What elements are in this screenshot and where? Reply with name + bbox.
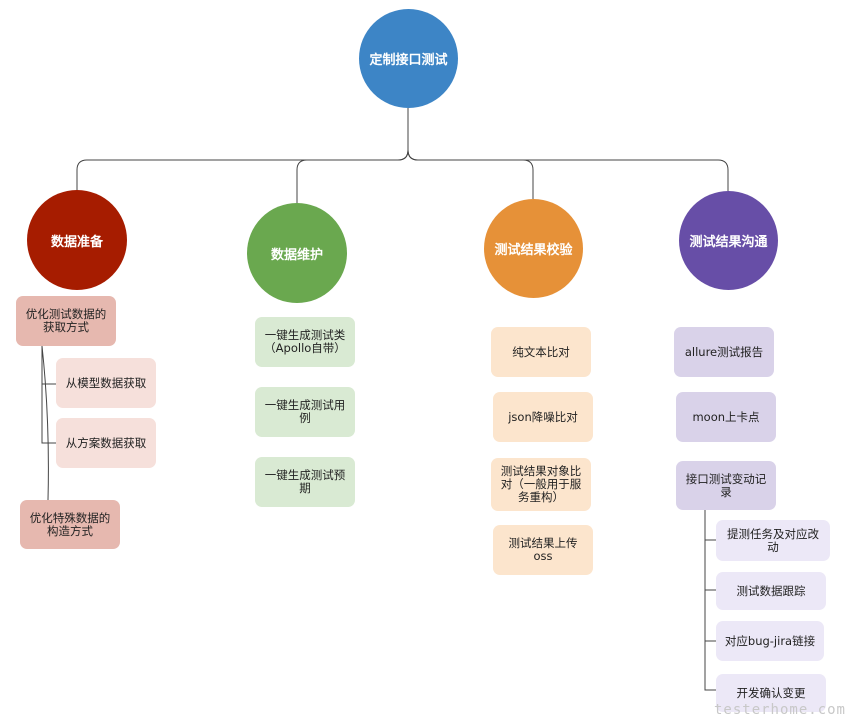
item-from-model-data: 从模型数据获取: [56, 358, 156, 408]
item-json-denoise-compare: json降噪比对: [493, 392, 593, 442]
item-result-upload-oss: 测试结果上传oss: [493, 525, 593, 575]
group-special-data-construct: 优化特殊数据的构造方式: [20, 500, 120, 549]
item-result-object-compare: 测试结果对象比对（一般用于服务重构）: [491, 458, 591, 511]
connector-root-to-branch-3: [407, 108, 534, 199]
item-generate-test-class: 一键生成测试类（Apollo自带）: [255, 317, 355, 367]
item-dev-confirm-change: 开发确认变更: [716, 674, 826, 712]
root-node: 定制接口测试: [359, 9, 458, 108]
branch-result-validation: 测试结果校验: [484, 199, 583, 298]
connector-group-4-children: [704, 510, 716, 691]
branch-data-maintenance: 数据维护: [247, 203, 347, 303]
item-bug-jira-link: 对应bug-jira链接: [716, 621, 824, 661]
connector-group-1-to-group-2: [41, 345, 49, 501]
group-api-change-log: 接口测试变动记录: [676, 461, 776, 510]
connector-root-to-branch-4: [407, 108, 729, 191]
item-generate-test-case: 一键生成测试用例: [255, 387, 355, 437]
connector-root-to-branch-2: [296, 108, 409, 203]
branch-data-prep: 数据准备: [27, 190, 127, 290]
watermark: testerhome.com: [713, 702, 846, 718]
item-from-plan-data: 从方案数据获取: [56, 418, 156, 468]
item-generate-test-expectation: 一键生成测试预期: [255, 457, 355, 507]
connector-root-to-branch-1: [76, 108, 409, 190]
connector-group-1-children: [41, 346, 56, 444]
item-test-data-tracking: 测试数据跟踪: [716, 572, 826, 610]
item-allure-report: allure测试报告: [674, 327, 774, 377]
group-test-data-fetch: 优化测试数据的获取方式: [16, 296, 116, 346]
branch-result-communication: 测试结果沟通: [679, 191, 778, 290]
item-moon-checkpoint: moon上卡点: [676, 392, 776, 442]
item-plain-text-compare: 纯文本比对: [491, 327, 591, 377]
item-submit-task-changes: 提测任务及对应改动: [716, 520, 830, 561]
